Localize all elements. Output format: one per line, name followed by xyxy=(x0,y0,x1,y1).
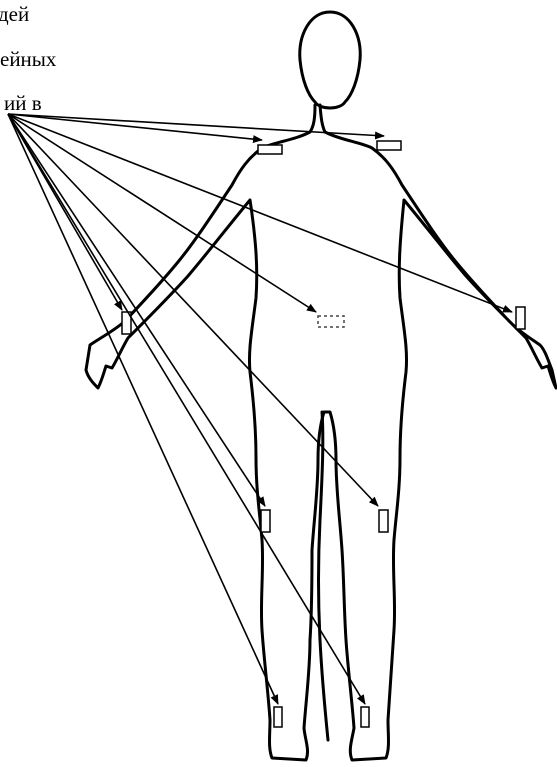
sensor-left-shoulder xyxy=(258,145,282,154)
pointer-arrows xyxy=(8,114,512,704)
arrow-to-right-wrist xyxy=(8,114,512,312)
head-outline xyxy=(300,12,360,108)
sensor-left-ankle xyxy=(274,707,282,727)
sensor-abdomen xyxy=(318,316,344,327)
arrow-to-left-ankle xyxy=(8,114,278,704)
arrow-to-left-knee xyxy=(8,114,265,506)
sensor-left-knee xyxy=(261,510,270,532)
sensor-right-knee xyxy=(379,510,388,532)
arrow-to-right-ankle xyxy=(8,114,365,704)
sensor-right-shoulder xyxy=(377,141,401,150)
arrow-to-right-knee xyxy=(8,114,378,506)
body-outline xyxy=(86,12,556,760)
sensor-right-wrist xyxy=(516,307,525,329)
inner-leg-line xyxy=(319,412,329,740)
sensor-right-ankle xyxy=(361,707,369,727)
